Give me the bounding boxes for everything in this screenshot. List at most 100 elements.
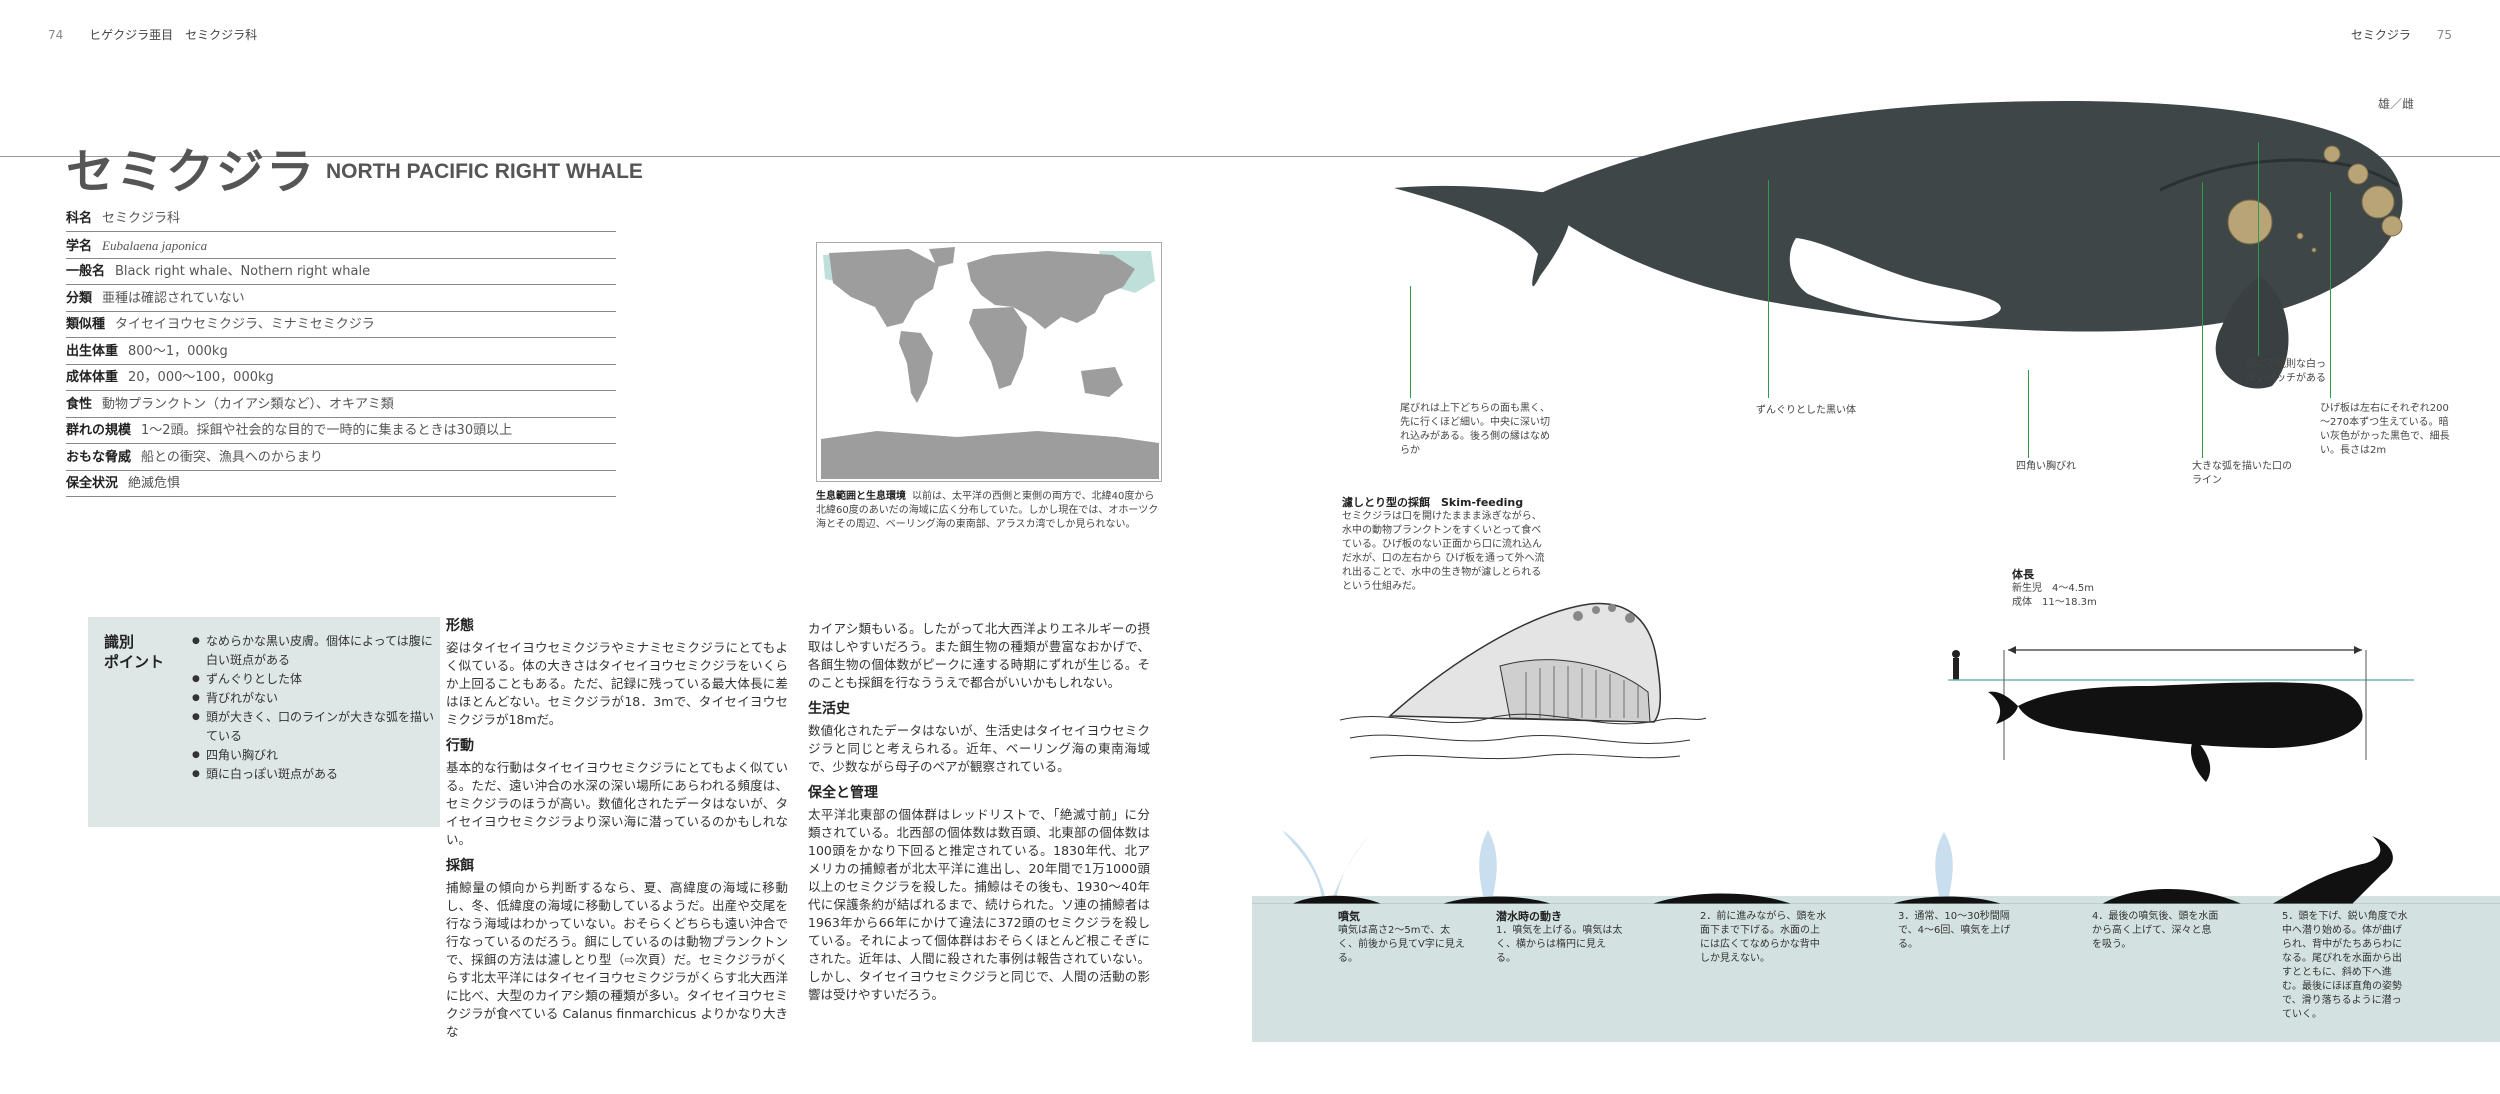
identification-points: なめらかな黒い皮膚。個体によっては腹に白い斑点があるずんぐりとした体背びれがない… [192,632,440,784]
dive-step-text: 2．前に進みながら、頭を水面下まで下げる。水面の上には広くてなめらかな背中しか見… [1700,911,1827,964]
right-running-title: セミクジラ [2350,28,2411,42]
map-caption-text: 以前は、太平洋の西側と東側の両方で、北緯40度から北緯60度のあいだの海域に広く… [816,491,1159,530]
left-page-header: 74 ヒゲクジラ亜目 セミクジラ科 [48,26,257,43]
info-value: タイセイヨウセミクジラ、ミナミセミクジラ [115,317,375,332]
leader-baleen [2330,192,2331,398]
heading-conservation: 保全と管理 [808,785,878,801]
dive-step-caption: 3．通常、10～30秒間隔で、4～6回、噴気を上げる。 [1898,910,2026,952]
whale-illustration [1394,101,2403,389]
label-tail: 尾びれは上下どちらの面も黒く、先に行くほど細い。中央に深い切れ込みがある。後ろ側… [1400,403,1550,456]
info-label: 群れの規模 [66,423,132,438]
info-value: 亜種は確認されていない [102,290,245,306]
left-page-number: 74 [48,28,64,42]
body-length-block: 体長 新生児 4～4.5m 成体 11～18.3m [2012,568,2162,610]
info-row: 群れの規模 1～2頭。採餌や社会的な目的で一時的に集まるときは30頭以上 [66,418,616,444]
heading-feeding: 採餌 [446,858,474,874]
info-label: おもな脅威 [66,449,132,465]
label-flipper: 四角い胸びれ [2016,461,2076,472]
identification-box: 識別 ポイント なめらかな黒い皮膚。個体によっては腹に白い斑点があるずんぐりとし… [88,617,440,827]
info-row: 保全状況絶滅危惧 [66,471,616,497]
info-row: おもな脅威船との衝突、漁具へのからまり [66,445,616,471]
dive-step-caption: 4．最後の噴気後、頭を水面から高く上げて、深々と息を吸う。 [2092,910,2220,952]
info-row: 分類亜種は確認されていない [66,286,616,312]
info-row: 科名セミクジラ科 [66,206,616,232]
leader-mouth [2202,182,2203,458]
identification-point: ずんぐりとした体 [192,670,440,689]
info-value: 800～1，000kg [128,343,228,359]
skim-feeding-caption: 濾しとり型の採餌 Skim-feeding セミクジラは口を開けたままま泳ぎなが… [1342,496,1548,594]
info-row: 学名 Eubalaena japonica [66,233,616,259]
label-body: ずんぐりとした黒い体 [1756,405,1856,416]
dive-step-caption: 噴気噴気は高さ2～5mで、太く、前後から見てV字に見える。 [1338,910,1466,966]
identification-title: 識別 ポイント [104,632,164,672]
identification-point: 四角い胸びれ [192,746,440,765]
info-value: 船との衝突、漁具へのからまり [141,449,323,465]
label-callosity: 頭に不規則な白っぽいバッチがある [2246,359,2326,384]
right-page-header: セミクジラ 75 [2351,26,2452,43]
info-label: 食性 [66,396,93,412]
map-caption-title: 生息範囲と生息環境 [816,491,906,502]
info-value: Black right whale、Nothern right whale [115,264,371,279]
identification-point: 頭に白っぽい斑点がある [192,765,440,784]
skim-feeding-sketch [1339,602,1707,760]
adult-label: 成体 [2012,597,2032,608]
identification-title-line1: 識別 [104,633,135,651]
label-mouth: 大きな弧を描いた口のライン [2192,461,2292,486]
info-row: 出生体重 800～1，000kg [66,339,616,365]
dive-step-text: 噴気は高さ2～5mで、太く、前後から見てV字に見える。 [1338,925,1465,964]
leader-callosity [2258,142,2259,356]
identification-point: 頭が大きく、口のラインが大きな弧を描いている [192,708,440,746]
skim-feeding-text: セミクジラは口を開けたままま泳ぎながら、水中の動物プランクトンをすくいとって食べ… [1342,511,1545,592]
info-label: 成体体重 [66,370,119,385]
info-value: 動物プランクトン（カイアシ類など）、オキアミ類 [102,396,394,412]
text-conservation: 太平洋北東部の個体群はレッドリストで、「絶滅寸前」に分類されている。北西部の個体… [808,807,1150,1002]
info-label: 出生体重 [66,343,119,359]
info-row: 食性動物プランクトン（カイアシ類など）、オキアミ類 [66,392,616,418]
info-row: 一般名 Black right whale、Nothern right whale [66,259,616,285]
info-label: 分類 [66,290,93,306]
sex-label: 雄／雌 [2378,97,2415,111]
body-column-2: カイアシ類もいる。したがって北大西洋よりエネルギーの摂取はしやすいだろう。また餌… [808,620,1150,1012]
identification-title-line2: ポイント [104,653,165,671]
newborn-label: 新生児 [2012,583,2042,594]
text-feeding-cont: カイアシ類もいる。したがって北大西洋よりエネルギーの摂取はしやすいだろう。また餌… [808,621,1150,690]
right-page-number: 75 [2436,28,2452,42]
info-label: 一般名 [66,264,106,279]
heading-behavior: 行動 [446,738,474,754]
info-value: Eubalaena japonica [102,237,208,253]
world-map-graphic [821,247,1159,479]
leader-body [1768,180,1769,398]
dive-step-text: 3．通常、10～30秒間隔で、4～6回、噴気を上げる。 [1898,911,2011,950]
text-morphology: 姿はタイセイヨウセミクジラやミナミセミクジラにとてもよく似ている。体の大きさはタ… [446,640,788,727]
info-value: 20，000～100，000kg [128,370,274,385]
newborn-value: 4～4.5m [2052,583,2095,594]
dive-sequence-graphic [1252,828,2500,904]
info-value: セミクジラ科 [102,211,181,226]
body-length-diagram [1948,646,2414,782]
body-column-1: 形態 姿はタイセイヨウセミクジラやミナミセミクジラにとてもよく似ている。体の大き… [446,614,788,1049]
human-silhouette [1952,650,1960,680]
adult-value: 11～18.3m [2042,597,2097,608]
info-row: 成体体重 20，000～100，000kg [66,365,616,391]
info-label: 保全状況 [66,476,119,491]
leader-flipper [2028,370,2029,458]
body-length-adult: 成体 11～18.3m [2012,596,2162,610]
text-feeding: 捕鯨量の傾向から判断するなら、夏、高緯度の海域に移動し、冬、低緯度の海域に移動し… [446,880,788,1039]
dive-step-text: 4．最後の噴気後、頭を水面から高く上げて、深々と息を吸う。 [2092,911,2219,950]
body-length-newborn: 新生児 4～4.5m [2012,582,2162,596]
info-label: 学名 [66,238,93,254]
species-title-jp: セミクジラ [66,144,317,200]
leader-tail [1410,286,1411,398]
dive-step-title: 噴気 [1338,910,1360,923]
dive-sequence-band [1252,896,2500,1042]
range-map [816,242,1162,482]
body-length-title: 体長 [2012,568,2034,581]
dive-step-title: 潜水時の動き [1496,910,1562,923]
info-value: 1～2頭。採餌や社会的な目的で一時的に集まるときは30頭以上 [141,423,513,438]
skim-feeding-title: 濾しとり型の採餌 Skim-feeding [1342,496,1524,509]
dive-step-text: 5．頭を下げ、鋭い角度で水中へ潜り始める。体が曲げられ、背中がたちあらわになる。… [2282,911,2408,1020]
heading-life-history: 生活史 [808,701,850,717]
text-behavior: 基本的な行動はタイセイヨウセミクジラにとてもよく似ている。ただ、遠い沖合の水深の… [446,760,788,847]
map-caption: 生息範囲と生息環境以前は、太平洋の西側と東側の両方で、北緯40度から北緯60度の… [816,490,1162,532]
